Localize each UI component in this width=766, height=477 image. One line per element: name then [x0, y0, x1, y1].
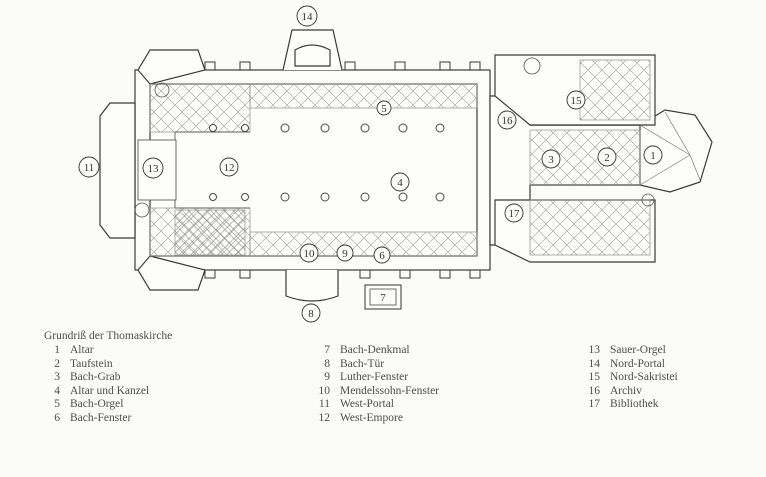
svg-text:6: 6	[379, 250, 385, 262]
svg-text:7: 7	[380, 292, 386, 304]
floor-plan: 1 2 3 4 5 6 7 8 9 10 11 12 13 14 15 16 1…	[78, 5, 713, 323]
svg-text:17: 17	[509, 208, 521, 220]
marker-6: 6	[373, 246, 391, 264]
marker-10: 10	[299, 243, 319, 263]
marker-9: 9	[336, 244, 354, 262]
svg-text:11: 11	[84, 162, 95, 174]
vault-hatching	[149, 59, 651, 257]
marker-12: 12	[219, 157, 239, 177]
marker-11: 11	[78, 156, 100, 178]
marker-17: 17	[504, 203, 524, 223]
svg-text:1: 1	[650, 150, 656, 162]
marker-8: 8	[301, 303, 321, 323]
legend-title: Grundriß der Thomaskirche	[44, 330, 173, 342]
apse-ribs	[639, 111, 701, 186]
svg-text:15: 15	[571, 95, 583, 107]
marker-7: 7	[364, 284, 402, 310]
svg-text:16: 16	[502, 115, 514, 127]
marker-3: 3	[541, 149, 561, 169]
marker-2: 2	[597, 147, 617, 167]
svg-text:8: 8	[308, 308, 314, 320]
svg-text:2: 2	[604, 152, 610, 164]
marker-4: 4	[390, 172, 410, 192]
marker-14: 14	[296, 5, 318, 27]
svg-text:9: 9	[342, 248, 348, 260]
svg-text:14: 14	[302, 11, 314, 23]
svg-text:10: 10	[304, 248, 316, 260]
marker-15: 15	[566, 90, 586, 110]
marker-5: 5	[376, 100, 392, 116]
marker-13: 13	[142, 157, 164, 179]
nave-pillars	[209, 123, 445, 202]
svg-text:13: 13	[148, 163, 160, 175]
svg-text:12: 12	[224, 162, 235, 174]
marker-1: 1	[643, 145, 663, 165]
spiral-stairs	[134, 57, 655, 218]
svg-text:5: 5	[381, 103, 387, 115]
marker-16: 16	[497, 110, 517, 130]
svg-text:4: 4	[397, 177, 403, 189]
svg-text:3: 3	[548, 154, 554, 166]
